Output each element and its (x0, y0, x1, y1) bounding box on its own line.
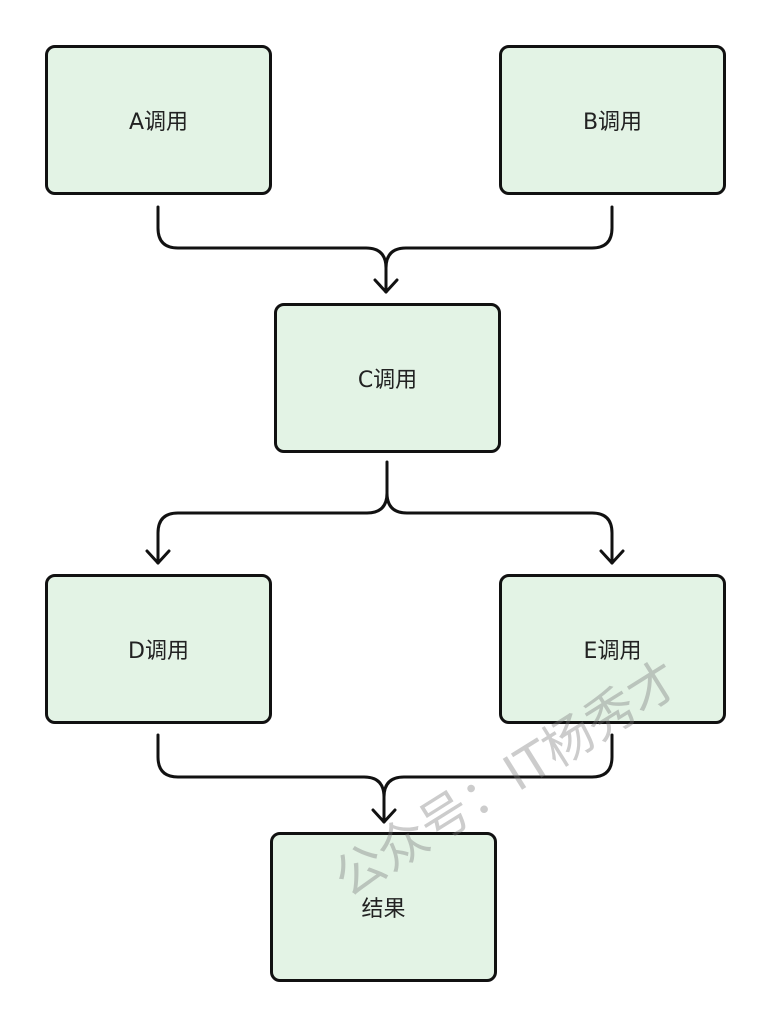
node-d-call: D调用 (45, 574, 272, 724)
node-a-call: A调用 (45, 45, 272, 195)
edge-c-to-e (385, 491, 614, 565)
node-c-call: C调用 (274, 303, 501, 453)
arrow-head-e (599, 549, 625, 565)
node-b-call: B调用 (499, 45, 726, 195)
edge-a-to-c (156, 205, 388, 294)
arrow-head-result (371, 808, 397, 824)
arrow-head-d (145, 549, 171, 565)
edge-e-to-result (382, 733, 614, 799)
edge-c-to-d (156, 460, 389, 565)
node-result: 结果 (270, 832, 497, 982)
edge-b-to-c (384, 205, 614, 270)
arrow-head-c (373, 278, 399, 294)
node-e-call: E调用 (499, 574, 726, 724)
edge-d-to-result (156, 733, 386, 824)
